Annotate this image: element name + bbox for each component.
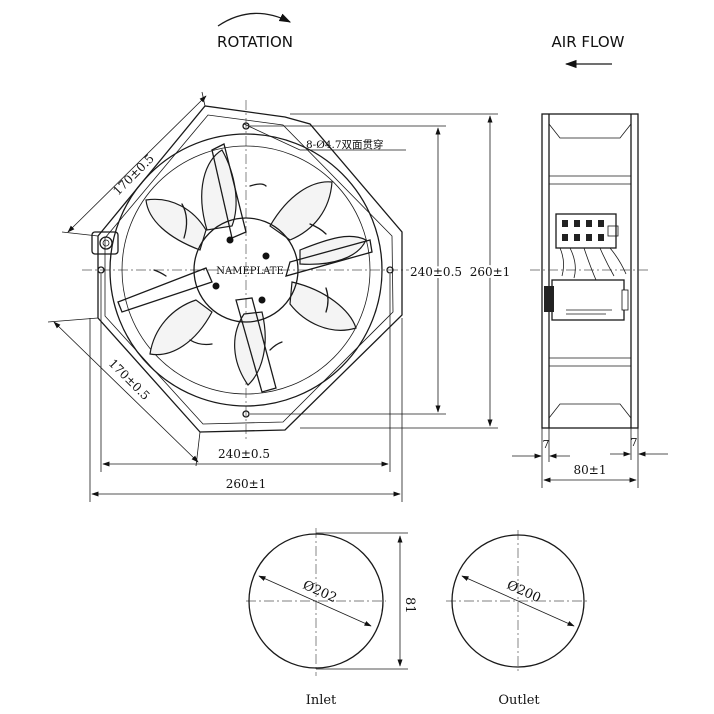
inlet-view: Ø202 81 Inlet	[246, 528, 417, 708]
inlet-label: Inlet	[306, 693, 337, 708]
airflow-indicator: AIR FLOW	[552, 33, 625, 69]
dim-depth-text: 80±1	[574, 463, 607, 477]
side-housing	[541, 113, 639, 429]
inlet-circle	[248, 533, 384, 669]
dim-vertical-overall-text: 260±1	[470, 265, 511, 279]
dim-horizontal-overall-text: 260±1	[226, 477, 267, 491]
outlet-diameter-text: Ø200	[504, 578, 543, 606]
dim-horizontal-pitch-text: 240±0.5	[218, 447, 270, 461]
outlet-circle	[451, 534, 585, 668]
hub-screw-1	[226, 236, 234, 244]
side-terminal-block	[555, 213, 619, 249]
outlet-view: Ø200 Outlet	[446, 530, 590, 708]
dim-flange-right: 7	[610, 428, 668, 460]
rotation-label: ROTATION	[217, 33, 293, 51]
dim-depth: 80±1	[541, 428, 639, 488]
dim-vertical-overall: 260±1	[290, 113, 512, 429]
mounting-hole-left	[97, 266, 105, 274]
mounting-hole-bottom	[242, 410, 250, 418]
hub-screw-4	[212, 282, 220, 290]
outlet-label: Outlet	[498, 693, 540, 708]
dim-vertical-pitch-text: 240±0.5	[410, 265, 462, 279]
hole-note: 8-Ø4.7双面贯穿	[243, 123, 406, 151]
front-view: NAMEPLATE 8-Ø4.7双面贯穿 170±0.5 170±0.5 240	[47, 91, 512, 502]
airflow-label: AIR FLOW	[552, 33, 625, 51]
inlet-side-dim-text: 81	[402, 597, 417, 614]
rotation-indicator: ROTATION	[217, 12, 293, 51]
hub-screw-3	[258, 296, 266, 304]
nameplate-label: NAMEPLATE	[216, 266, 284, 277]
rotation-arrow-icon	[217, 12, 292, 27]
venturi-outer-ring	[109, 133, 383, 407]
side-view: 80±1 7 7	[512, 113, 668, 488]
mounting-hole-right	[386, 266, 394, 274]
hub-screw-2	[262, 252, 270, 260]
side-capacitor	[544, 279, 629, 321]
side-wiring	[559, 247, 627, 281]
dim-flange-left: 7	[512, 428, 570, 462]
dim-vertical-pitch: 240±0.5	[250, 125, 464, 415]
hole-note-text: 8-Ø4.7双面贯穿	[306, 138, 384, 151]
dim-horizontal-overall: 260±1	[89, 318, 403, 502]
dim-flange-left-text: 7	[543, 438, 550, 451]
motor-hub	[193, 217, 299, 323]
dim-horizontal-pitch: 240±0.5	[100, 274, 391, 472]
inlet-diameter-text: Ø202	[300, 578, 339, 606]
venturi-inner-ring	[121, 145, 371, 395]
dim-flange-right-text: 7	[631, 436, 638, 449]
